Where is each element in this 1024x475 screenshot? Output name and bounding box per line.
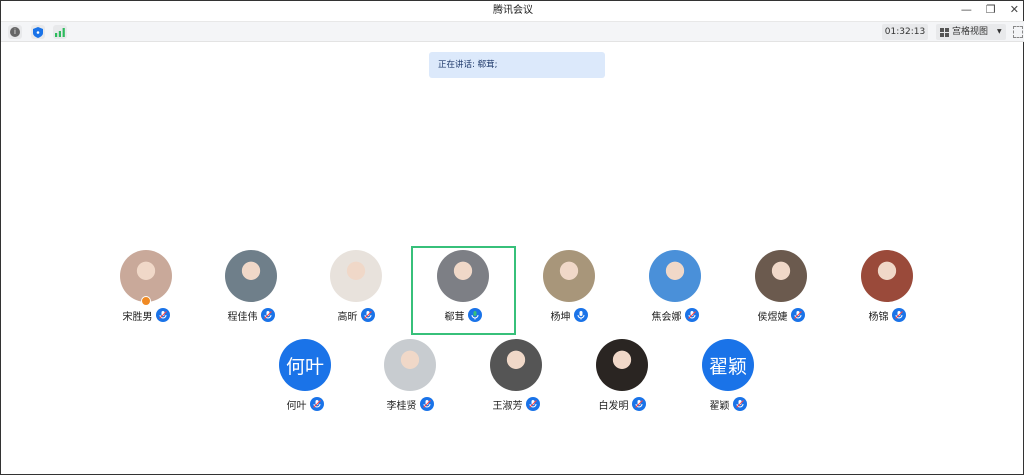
- avatar: [384, 339, 436, 391]
- active-speaker-highlight: [411, 246, 516, 335]
- participant-label: 侯煜婕: [729, 308, 833, 323]
- mic-muted-icon: [360, 308, 375, 322]
- participant-label: 高昕: [304, 308, 408, 323]
- participant-name: 高昕: [337, 311, 358, 323]
- participant-tile[interactable]: 侯煜婕: [729, 250, 833, 323]
- mic-muted-icon: [790, 308, 805, 322]
- participant-label: 宋胜男: [94, 308, 198, 323]
- participant-label: 杨坤: [517, 308, 621, 323]
- participant-tile[interactable]: 杨坤: [517, 250, 621, 323]
- participant-label: 翟颖: [676, 397, 780, 412]
- mic-muted-icon: [260, 308, 275, 322]
- speaking-banner: 正在讲话: 郗茸;: [429, 52, 605, 78]
- info-icon[interactable]: i: [8, 25, 22, 39]
- participant-tile[interactable]: 郗茸: [411, 250, 515, 323]
- fullscreen-icon[interactable]: [1013, 26, 1023, 38]
- mic-muted-icon: [525, 397, 540, 411]
- host-icon: [141, 296, 151, 306]
- participant-label: 何叶: [253, 397, 357, 412]
- participant-name: 程佳伟: [227, 311, 258, 323]
- window-title: 腾讯会议: [493, 5, 533, 16]
- participant-name: 白发明: [598, 400, 629, 412]
- avatar-text: 翟颖: [708, 355, 747, 378]
- mic-muted-icon: [155, 308, 170, 322]
- mic-muted-icon: [419, 397, 434, 411]
- participant-name: 杨锦: [868, 311, 889, 323]
- avatar: [543, 250, 595, 302]
- participant-name: 杨坤: [550, 311, 571, 323]
- participant-name: 何叶: [286, 400, 307, 412]
- participant-name: 王淑芳: [492, 400, 523, 412]
- mic-muted-icon: [732, 397, 747, 411]
- avatar: [437, 250, 489, 302]
- chevron-down-icon: ▼: [997, 28, 1002, 35]
- restore-button[interactable]: ❐: [985, 3, 996, 16]
- participant-tile[interactable]: 高昕: [304, 250, 408, 323]
- avatar: [120, 250, 172, 306]
- participant-tile[interactable]: 焦会娜: [623, 250, 727, 323]
- avatar: [596, 339, 648, 391]
- participant-tile[interactable]: 何叶何叶: [253, 339, 357, 412]
- avatar: [861, 250, 913, 302]
- participant-tile[interactable]: 程佳伟: [199, 250, 303, 323]
- meeting-timer: 01:32:13: [882, 24, 928, 40]
- grid-icon: [940, 27, 949, 37]
- avatar: [755, 250, 807, 302]
- mic-icon: [467, 308, 482, 322]
- avatar: [225, 250, 277, 302]
- avatar: [649, 250, 701, 302]
- participant-tile[interactable]: 李桂贤: [358, 339, 462, 412]
- participant-tile[interactable]: 王淑芳: [464, 339, 568, 412]
- participant-label: 白发明: [570, 397, 674, 412]
- participant-tile[interactable]: 翟颖翟颖: [676, 339, 780, 412]
- view-mode-label: 宫格视图: [952, 27, 989, 37]
- minimize-button[interactable]: —: [960, 3, 972, 16]
- participant-name: 侯煜婕: [757, 311, 788, 323]
- mic-muted-icon: [684, 308, 699, 322]
- participant-tile[interactable]: 杨锦: [835, 250, 939, 323]
- avatar: 翟颖: [702, 339, 754, 391]
- participant-tile[interactable]: 白发明: [570, 339, 674, 412]
- participant-tile[interactable]: 宋胜男: [94, 250, 198, 323]
- participant-name: 翟颖: [709, 400, 730, 412]
- mic-icon: [573, 308, 588, 322]
- participant-label: 焦会娜: [623, 308, 727, 323]
- avatar: [330, 250, 382, 302]
- participant-label: 王淑芳: [464, 397, 568, 412]
- participant-name: 焦会娜: [651, 311, 682, 323]
- shield-icon[interactable]: [31, 25, 45, 39]
- mic-muted-icon: [891, 308, 906, 322]
- avatar: 何叶: [279, 339, 331, 391]
- view-mode-dropdown[interactable]: 宫格视图 ▼: [936, 24, 1006, 40]
- participant-label: 郗茸: [411, 308, 515, 323]
- participant-name: 郗茸: [444, 311, 465, 323]
- mic-muted-icon: [631, 397, 646, 411]
- toolbar: i 01:32:13 宫格视图 ▼: [1, 21, 1024, 42]
- participant-name: 宋胜男: [122, 311, 153, 323]
- close-button[interactable]: ✕: [1009, 3, 1019, 16]
- participant-label: 李桂贤: [358, 397, 462, 412]
- signal-icon[interactable]: [53, 25, 67, 39]
- participant-label: 杨锦: [835, 308, 939, 323]
- participant-name: 李桂贤: [386, 400, 417, 412]
- mic-muted-icon: [309, 397, 324, 411]
- avatar: [490, 339, 542, 391]
- avatar-text: 何叶: [285, 355, 324, 378]
- participant-label: 程佳伟: [199, 308, 303, 323]
